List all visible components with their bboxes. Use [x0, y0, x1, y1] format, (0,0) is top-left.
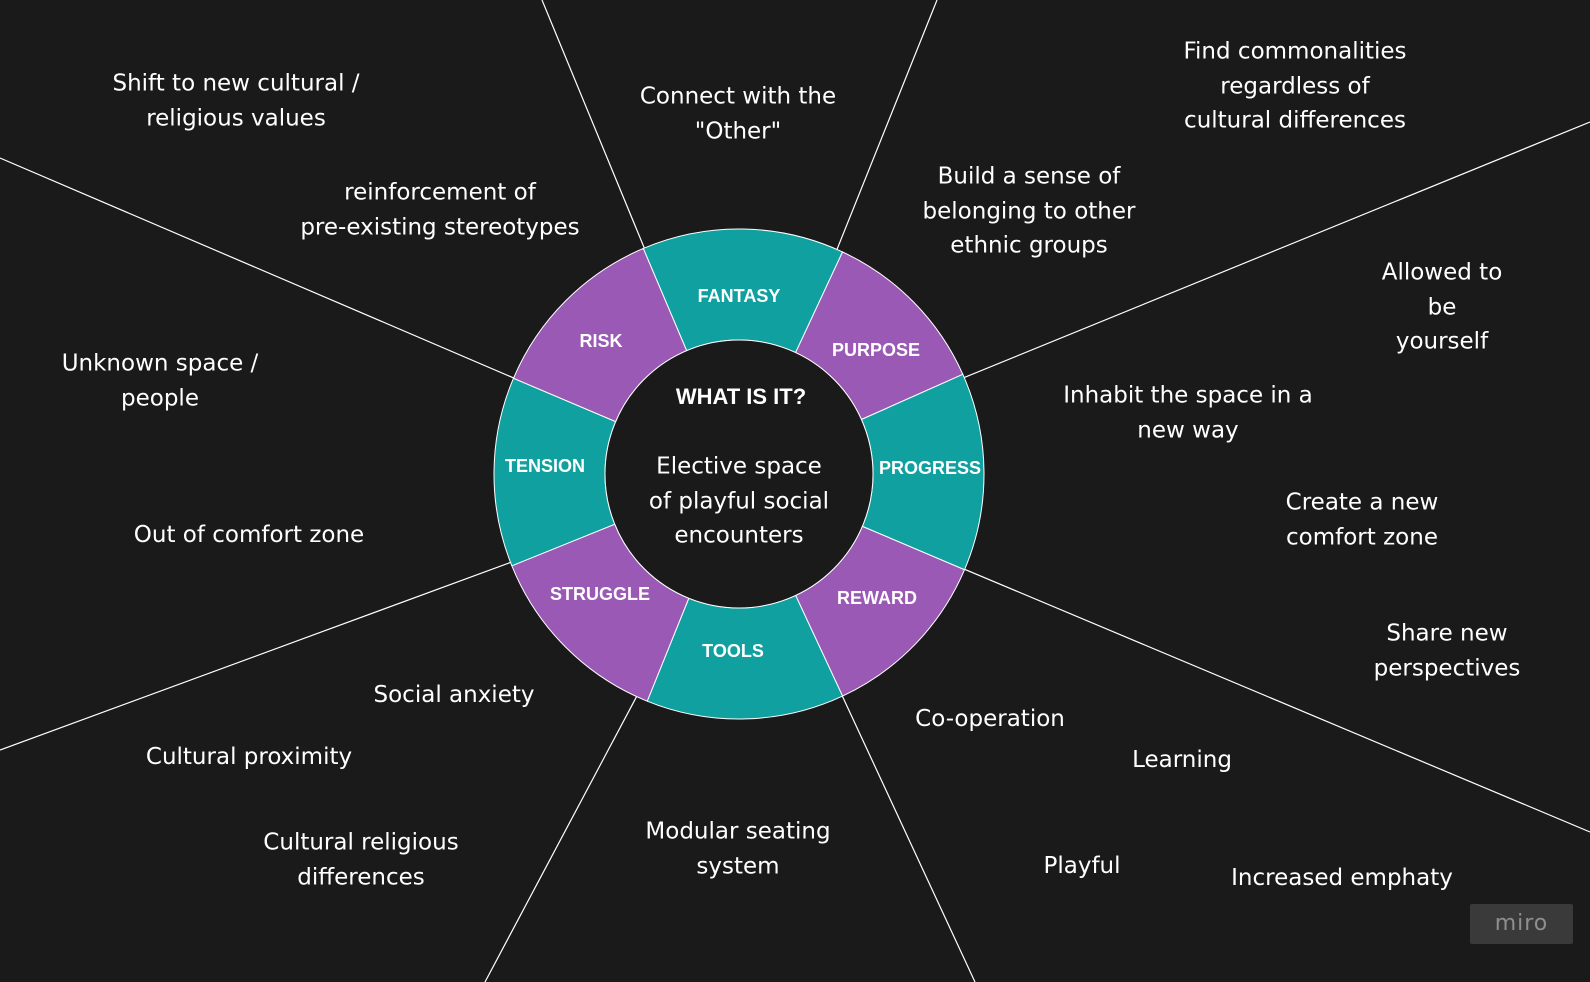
center-circle	[604, 339, 874, 609]
divider-line	[862, 525, 1590, 833]
center-description: Elective space of playful social encount…	[648, 453, 830, 549]
segment-label-tools: TOOLS	[702, 641, 764, 661]
note-increased-emphaty[interactable]: Increased emphaty	[1231, 864, 1453, 891]
divider-line	[861, 121, 1590, 421]
note-shift-cultural-values[interactable]: Shift to new cultural / religious values	[112, 70, 360, 132]
center-title: WHAT IS IT?	[675, 384, 807, 409]
ring	[493, 228, 985, 720]
note-modular-seating[interactable]: Modular seating system	[645, 818, 831, 880]
note-cultural-religious-differences[interactable]: Cultural religious differences	[263, 829, 459, 891]
note-allowed-to-be-yourself[interactable]: Allowed to be yourself	[1381, 259, 1503, 355]
note-inhabit-space[interactable]: Inhabit the space in a new way	[1063, 382, 1313, 444]
note-cultural-proximity[interactable]: Cultural proximity	[145, 743, 353, 770]
note-reinforcement-stereotypes[interactable]: reinforcement of pre-existing stereotype…	[300, 179, 580, 241]
note-connect-other[interactable]: Connect with the "Other"	[639, 83, 837, 145]
note-playful[interactable]: Playful	[1043, 852, 1121, 879]
segment-label-progress: PROGRESS	[879, 458, 981, 478]
note-social-anxiety[interactable]: Social anxiety	[373, 681, 535, 708]
divider-line	[0, 157, 616, 423]
miro-logo: miro	[1470, 904, 1573, 944]
note-co-operation[interactable]: Co-operation	[915, 705, 1065, 732]
note-out-of-comfort-zone[interactable]: Out of comfort zone	[133, 521, 365, 548]
note-find-commonalities[interactable]: Find commonalities regardless of cultura…	[1183, 38, 1407, 134]
note-unknown-space[interactable]: Unknown space / people	[61, 350, 259, 412]
note-sense-of-belonging[interactable]: Build a sense of belonging to other ethn…	[922, 163, 1136, 259]
note-new-comfort-zone[interactable]: Create a new comfort zone	[1285, 489, 1439, 551]
note-learning[interactable]: Learning	[1132, 746, 1232, 773]
segment-label-fantasy: FANTASY	[698, 286, 781, 306]
segment-labels: FANTASY PURPOSE PROGRESS REWARD TOOLS STRUGGL…	[505, 286, 981, 661]
segment-label-struggle: STRUGGLE	[550, 584, 650, 604]
segment-label-risk: RISK	[579, 331, 622, 351]
segment-label-purpose: PURPOSE	[832, 340, 920, 360]
note-share-perspectives[interactable]: Share new perspectives	[1373, 620, 1521, 682]
segment-label-reward: REWARD	[837, 588, 917, 608]
segment-label-tension: TENSION	[505, 456, 585, 476]
